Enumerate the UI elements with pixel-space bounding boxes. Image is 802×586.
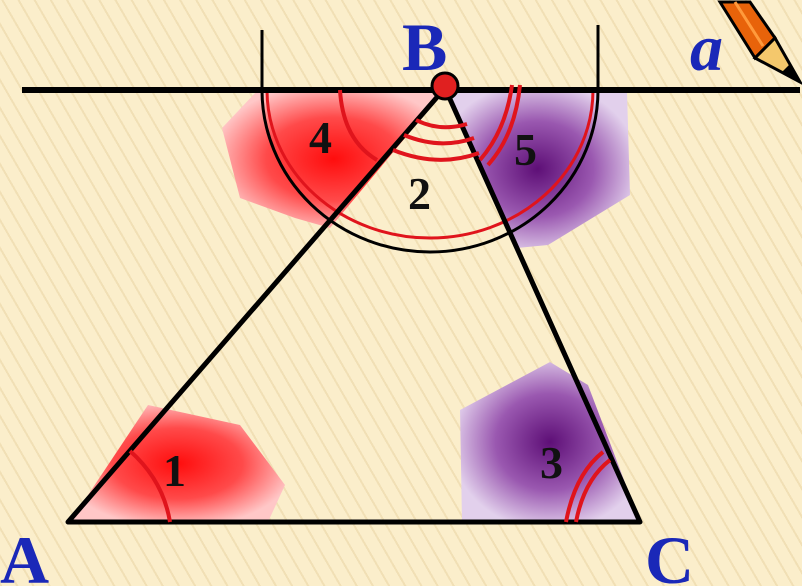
angle-2-label: 2 — [408, 168, 431, 219]
angle-4-region — [222, 90, 445, 228]
vertex-c-label: C — [645, 522, 694, 586]
angle-1-label: 1 — [163, 445, 186, 496]
angle-1-arc — [128, 449, 172, 523]
angle-5-region — [445, 90, 630, 248]
angle-3-label: 3 — [540, 437, 563, 488]
angle-1-region — [70, 405, 285, 522]
angle-2-outer-arc — [260, 25, 600, 254]
angle-4-label: 4 — [309, 112, 332, 163]
pencil-icon — [717, 0, 802, 85]
line-a-label: a — [690, 12, 723, 85]
vertex-b-label: B — [402, 9, 447, 85]
vertex-a-label: A — [0, 522, 49, 586]
angle-5-arcs — [478, 84, 522, 167]
angle-3-region — [460, 362, 640, 522]
angle-2-arcs — [392, 118, 480, 162]
angle-3-arcs — [564, 450, 612, 523]
angle-4-arc — [338, 89, 379, 162]
angle-2-inner-arc — [265, 89, 595, 240]
angle-5-label: 5 — [514, 124, 537, 175]
point-b — [430, 71, 460, 101]
triangle-abc — [65, 85, 643, 525]
